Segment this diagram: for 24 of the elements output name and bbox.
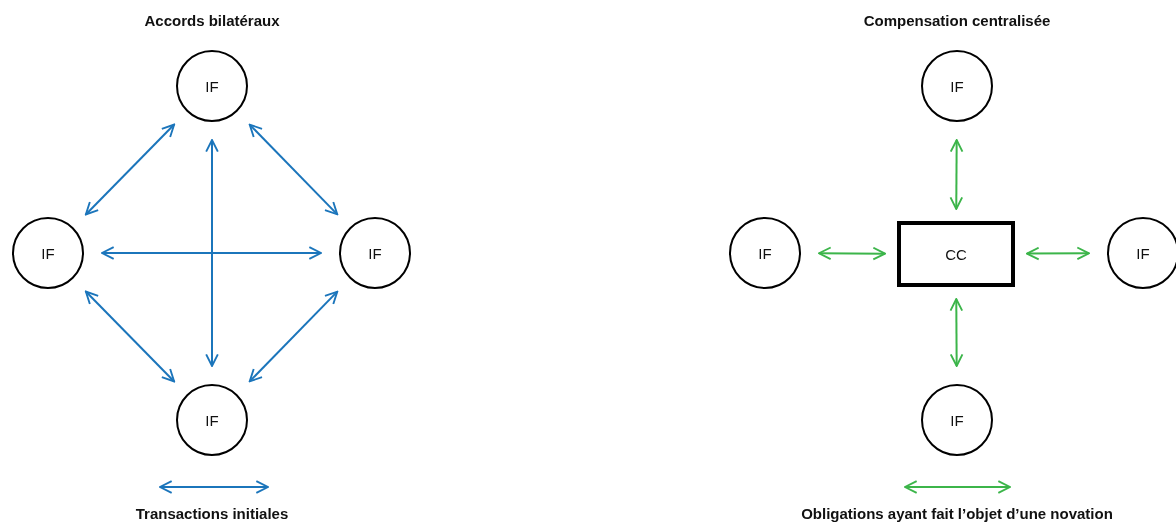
node-label: IF bbox=[205, 77, 219, 95]
node-label: IF bbox=[205, 411, 219, 429]
legend-label: Obligations ayant fait l’objet d’une novation bbox=[801, 505, 1113, 522]
section-heading: Compensation centralisée bbox=[863, 12, 1051, 29]
legend-label: Transactions initiales bbox=[135, 505, 289, 522]
node-label: IF bbox=[41, 244, 55, 262]
double-arrow bbox=[949, 298, 964, 367]
double-arrow bbox=[84, 123, 176, 216]
node-label: CC bbox=[945, 245, 967, 263]
double-arrow bbox=[248, 123, 339, 216]
node-label: IF bbox=[758, 244, 772, 262]
node-label: IF bbox=[950, 77, 964, 95]
double-arrow bbox=[949, 139, 964, 210]
node-label: IF bbox=[368, 244, 382, 262]
node-label: IF bbox=[950, 411, 964, 429]
double-arrow bbox=[248, 290, 339, 383]
double-arrow bbox=[1026, 246, 1090, 261]
node-label: IF bbox=[1136, 244, 1150, 262]
double-arrow bbox=[818, 246, 886, 261]
section-heading: Accords bilatéraux bbox=[144, 12, 280, 29]
double-arrow bbox=[84, 290, 176, 383]
double-arrow bbox=[205, 139, 219, 367]
node-box bbox=[897, 221, 1015, 287]
double-arrow bbox=[101, 246, 322, 260]
